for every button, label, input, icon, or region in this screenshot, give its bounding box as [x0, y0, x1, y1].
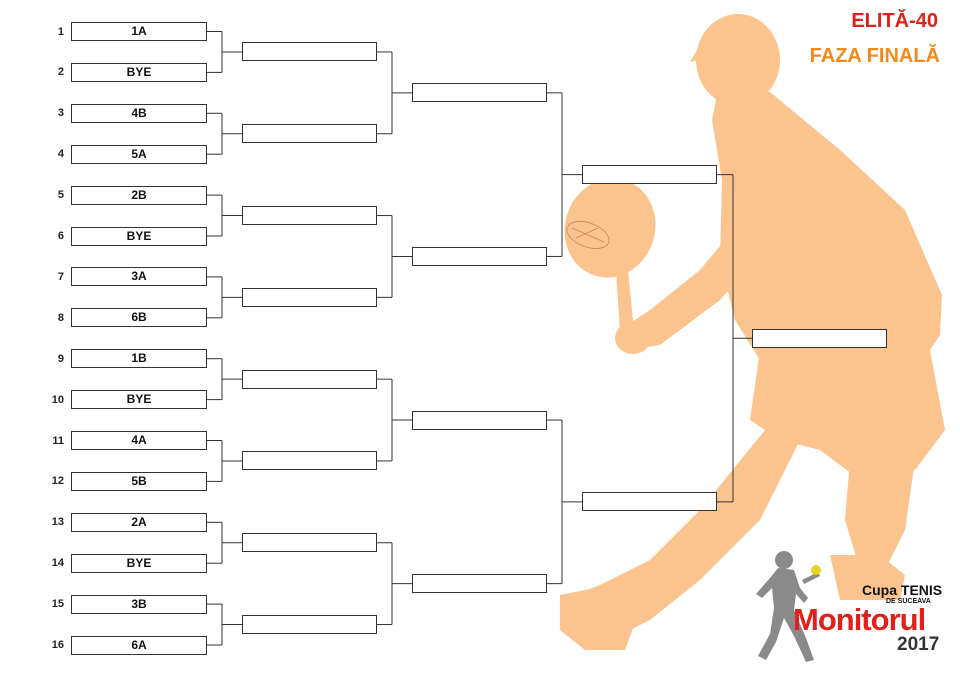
seed-number: 14: [51, 557, 64, 570]
title-phase: FAZA FINALĂ: [809, 45, 940, 67]
round-2-slot: [242, 369, 377, 389]
round-2-slot: [242, 124, 377, 144]
round-2-slot: [242, 287, 377, 307]
seed-number: 9: [57, 352, 64, 365]
entry-slot: 3A: [71, 267, 207, 287]
entry-slot: 6B: [71, 308, 207, 328]
round-2-slot: [242, 42, 377, 62]
quarterfinal-slot: [412, 574, 547, 594]
entry-slot: BYE: [71, 390, 207, 410]
logo-name: Monitorul: [793, 602, 926, 637]
seed-number: 5: [57, 189, 64, 202]
entry-slot: 1A: [71, 22, 207, 41]
logo-year: 2017: [897, 634, 940, 655]
seed-number: 4: [57, 148, 64, 161]
final-slot: [752, 328, 887, 348]
seed-number: 16: [51, 639, 64, 651]
entry-slot: 4B: [71, 103, 207, 123]
logo-player-icon: [756, 551, 821, 662]
entry-slot: 2B: [71, 185, 207, 205]
logo-tenis: TENIS: [900, 582, 943, 598]
entry-slot: BYE: [71, 226, 207, 246]
seed-number: 1: [57, 25, 64, 38]
semifinal-slot: [582, 165, 717, 185]
logo-cupa-tenis: Cupa TENIS: [862, 582, 942, 598]
quarterfinal-slot: [412, 246, 547, 266]
seed-number: 6: [57, 230, 64, 242]
seed-number: 12: [51, 475, 64, 488]
seed-number: 7: [57, 270, 64, 283]
logo-cupa: Cupa: [862, 582, 897, 598]
entry-slot: 4A: [71, 431, 207, 450]
entry-slot: 5A: [71, 144, 207, 164]
quarterfinal-slot: [412, 410, 547, 430]
entry-slot: 5B: [71, 471, 207, 491]
title-category: ELITĂ-40: [851, 10, 938, 32]
entry-slot: BYE: [71, 553, 207, 573]
semifinal-slot: [582, 492, 717, 512]
seed-number: 11: [52, 434, 64, 447]
entry-slot: BYE: [71, 62, 207, 82]
logo-subtitle: DE SUCEAVA: [886, 598, 931, 605]
entry-slot: 1B: [71, 349, 207, 369]
seed-number: 15: [51, 598, 64, 611]
seed-number: 3: [57, 107, 64, 120]
seed-number: 8: [57, 311, 64, 324]
round-2-slot: [242, 206, 377, 226]
entry-slot: 2A: [71, 512, 207, 532]
entry-slot: 6A: [71, 635, 207, 655]
round-2-slot: [242, 533, 377, 553]
entry-slot: 3B: [71, 594, 207, 614]
seed-number: 10: [51, 393, 64, 406]
seed-number: 2: [57, 66, 64, 79]
round-2-slot: [242, 615, 377, 635]
seed-number: 13: [51, 516, 64, 529]
round-2-slot: [242, 451, 377, 471]
quarterfinal-slot: [412, 83, 547, 103]
